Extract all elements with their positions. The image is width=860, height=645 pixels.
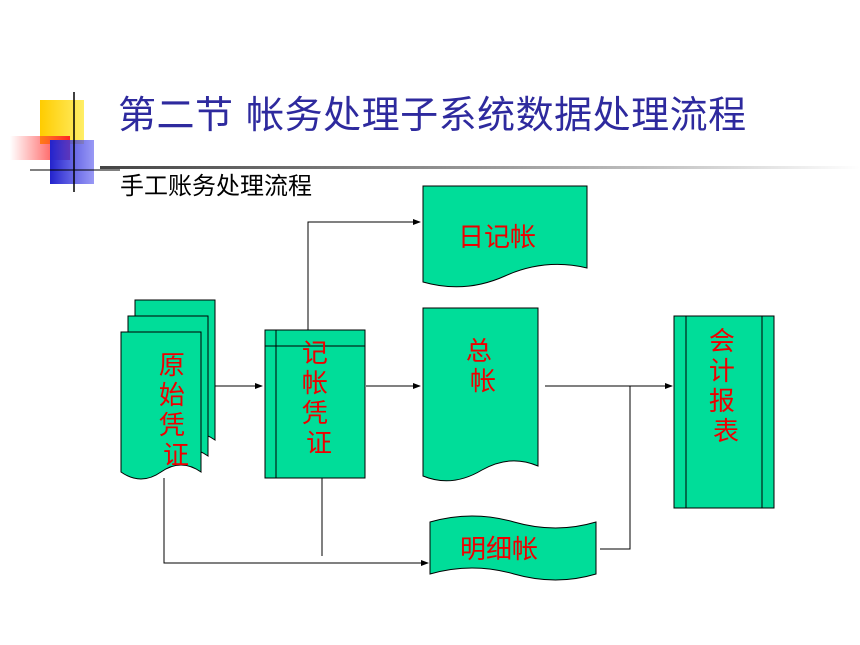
arrow-source-to-subsidiary — [163, 478, 429, 566]
posting-char-2: 帐 — [302, 369, 328, 399]
node-general-ledger — [422, 307, 539, 482]
node-accounting-report — [673, 315, 775, 509]
label-source-voucher: 原 始 凭 证 — [159, 351, 193, 471]
corner-decoration — [10, 92, 120, 192]
arrow-voucher-to-journal — [307, 219, 421, 330]
label-journal: 日记帐 — [458, 223, 536, 253]
node-posting-voucher — [264, 329, 366, 479]
source-char-3: 凭 — [159, 411, 185, 441]
page-subtitle: 手工账务处理流程 — [120, 172, 312, 200]
label-subsidiary-ledger: 明细帐 — [460, 535, 538, 565]
title-underline — [100, 166, 860, 169]
node-journal — [422, 185, 588, 288]
label-general-ledger: 总 帐 — [466, 337, 500, 397]
line-subsidiary-to-report — [600, 386, 631, 550]
report-char-3: 报 — [709, 387, 735, 417]
source-char-4: 证 — [163, 441, 189, 471]
posting-char-1: 记 — [302, 339, 328, 369]
report-char-2: 计 — [709, 357, 735, 387]
connectors — [163, 219, 673, 566]
report-char-1: 会 — [709, 327, 735, 357]
blue-square — [50, 140, 94, 184]
source-char-2: 始 — [159, 381, 185, 411]
report-char-4: 表 — [713, 417, 739, 447]
source-char-1: 原 — [159, 351, 185, 381]
posting-char-4: 证 — [306, 429, 332, 459]
ledger-char-2: 帐 — [470, 367, 496, 397]
node-subsidiary-ledger — [429, 515, 597, 581]
label-posting-voucher: 记 帐 凭 证 — [302, 339, 336, 459]
source-doc-front — [120, 331, 202, 480]
ledger-char-1: 总 — [466, 337, 492, 367]
label-accounting-report: 会 计 报 表 — [709, 327, 743, 447]
page-title: 第二节 帐务处理子系统数据处理流程 — [118, 93, 747, 137]
node-source-voucher — [120, 299, 216, 480]
posting-char-3: 凭 — [302, 399, 328, 429]
